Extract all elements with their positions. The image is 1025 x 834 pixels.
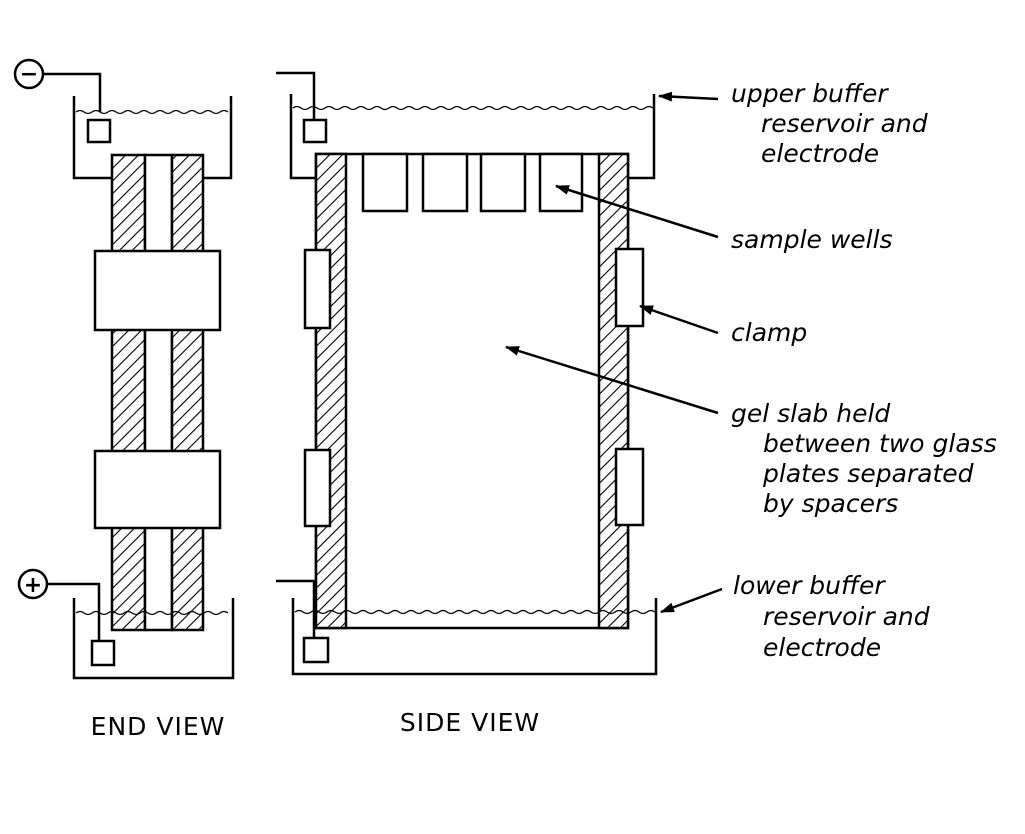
lower-electrode <box>90 639 116 667</box>
sample-wells-label: sample wells <box>731 225 893 254</box>
clamp-lower <box>93 449 222 530</box>
lower-reservoir <box>72 598 235 680</box>
svg-text:+: + <box>24 573 42 598</box>
lower-electrode-wire <box>47 582 101 640</box>
gel-slab-end <box>143 153 174 632</box>
upper-electrode-wire <box>43 72 102 112</box>
sample-well <box>421 152 469 213</box>
side-upper-wire <box>276 71 316 120</box>
lower-buffer-label: lower buffer reservoir and electrode <box>733 571 938 662</box>
side-clamp-lower-right <box>614 447 645 527</box>
side-view: SIDE VIEW <box>276 71 658 737</box>
spacer-right <box>597 152 630 630</box>
side-upper-reservoir-right <box>628 94 656 180</box>
side-view-label: SIDE VIEW <box>400 708 540 737</box>
end-view-label: END VIEW <box>91 712 226 741</box>
sample-well <box>538 152 584 213</box>
upper-buffer-label: upper buffer reservoir and electrode <box>731 79 936 168</box>
gel-slab-label: gel slab held between two glass plates s… <box>731 399 1005 518</box>
arrow-gel-slab <box>505 345 719 415</box>
negative-electrode-symbol: − <box>13 58 45 90</box>
arrow-sample-wells <box>555 184 719 239</box>
side-lower-electrode <box>302 636 330 664</box>
arrow-clamp <box>639 304 719 335</box>
side-upper-buffer-surface <box>292 105 654 111</box>
side-clamp-upper-left <box>303 248 332 330</box>
glass-plate-right <box>170 153 205 632</box>
side-clamp-upper-right <box>614 247 645 328</box>
gel-slab <box>314 152 630 630</box>
side-lower-buffer-surface <box>294 609 656 615</box>
arrow-upper-buffer <box>658 91 719 102</box>
leader-lines <box>505 91 723 614</box>
end-view: − + END VIEW <box>13 58 235 741</box>
svg-text:−: − <box>20 62 38 87</box>
side-lower-wire <box>276 579 316 641</box>
side-upper-reservoir-left <box>289 94 316 180</box>
sample-well <box>361 152 409 213</box>
side-lower-reservoir <box>291 598 658 676</box>
lower-buffer-surface <box>75 610 229 616</box>
callout-labels: upper buffer reservoir and electrode sam… <box>731 79 1005 662</box>
glass-plate-left <box>110 153 147 632</box>
clamp-upper <box>93 249 222 332</box>
arrow-lower-buffer <box>660 587 723 614</box>
side-clamp-lower-left <box>303 448 332 528</box>
positive-electrode-symbol: + <box>17 568 49 600</box>
spacer-left <box>314 152 348 630</box>
upper-electrode <box>86 118 112 144</box>
upper-reservoir-left-wall <box>72 96 112 180</box>
upper-buffer-surface <box>75 109 229 115</box>
sample-well <box>479 152 527 213</box>
clamp-label: clamp <box>731 318 807 347</box>
side-upper-electrode <box>302 118 328 144</box>
upper-reservoir-right-wall <box>203 96 233 180</box>
